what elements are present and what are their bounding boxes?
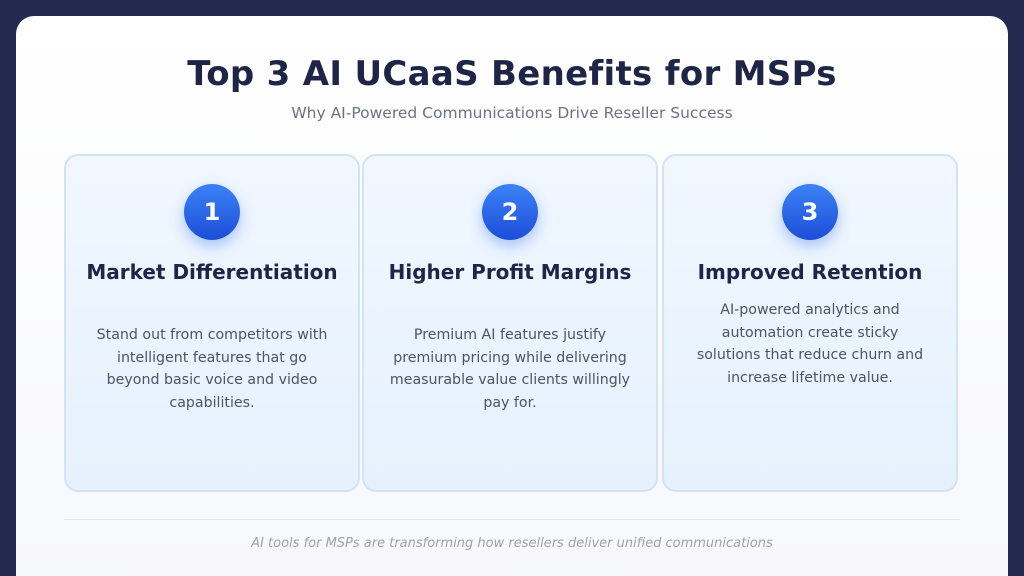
benefit-card-market-differentiation: 1 Market Differentiation Stand out from … bbox=[64, 154, 360, 492]
benefit-description: AI-powered analytics and automation crea… bbox=[696, 302, 924, 386]
benefit-description: Stand out from competitors with intellig… bbox=[96, 327, 328, 411]
benefit-card-higher-profit-margins: 2 Higher Profit Margins Premium AI featu… bbox=[362, 154, 658, 492]
benefit-card-improved-retention: 3 Improved Retention AI-powered analytic… bbox=[662, 154, 958, 492]
footer-divider bbox=[64, 519, 960, 520]
footer-caption: AI tools for MSPs are transforming how r… bbox=[251, 536, 773, 551]
page-subtitle: Why AI-Powered Communications Drive Rese… bbox=[291, 104, 733, 122]
benefit-title: Higher Profit Margins bbox=[388, 260, 632, 284]
benefit-title: Improved Retention bbox=[697, 260, 923, 284]
number-badge: 2 bbox=[482, 184, 538, 240]
benefit-title: Market Differentiation bbox=[86, 260, 338, 284]
number-badge: 1 bbox=[184, 184, 240, 240]
benefit-description: Premium AI features justify premium pric… bbox=[389, 327, 631, 411]
infographic-card: Top 3 AI UCaaS Benefits for MSPs Why AI-… bbox=[16, 16, 1008, 576]
page-title: Top 3 AI UCaaS Benefits for MSPs bbox=[187, 54, 837, 94]
number-badge: 3 bbox=[782, 184, 838, 240]
